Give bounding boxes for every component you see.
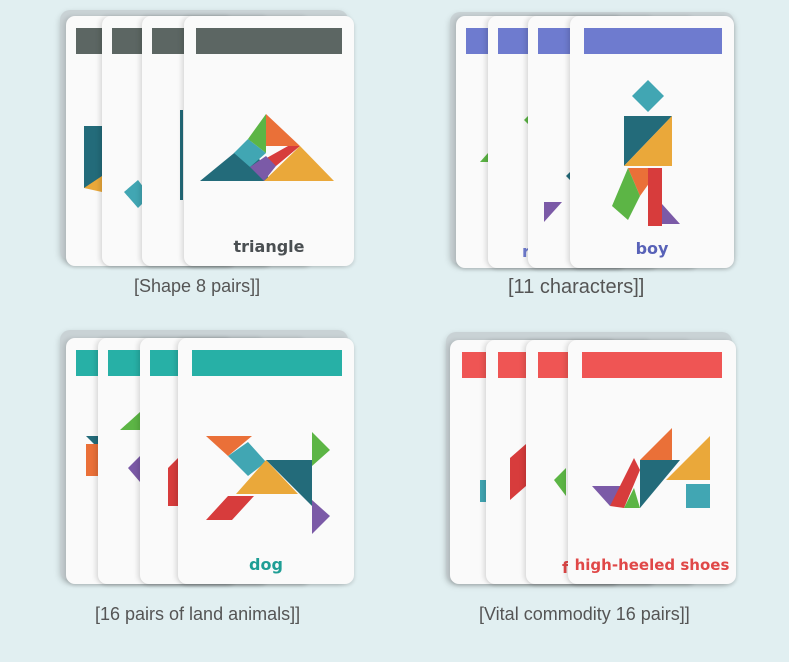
panel-caption: [Shape 8 pairs]] [134,276,261,296]
card-front: dog [178,338,354,584]
card-header-bar [584,28,722,54]
card-front: boy [570,16,734,268]
card-header-bar [582,352,722,378]
card-word-peek: f [562,558,569,577]
card-word: boy [635,239,669,258]
card-header-bar [196,28,342,54]
card-word: dog [249,555,283,574]
panel-caption: [11 characters]] [508,276,645,298]
card-header-bar [192,350,342,376]
card-word: high-heeled shoes [574,556,730,574]
tangram-boy [612,80,680,226]
panel-caption: [16 pairs of land animals]] [95,604,301,624]
panel-caption: [Vital commodity 16 pairs]] [479,604,690,624]
card-front: triangle [184,16,354,266]
tangram-triangle [200,114,334,181]
card-word: triangle [233,237,305,256]
tangram-dog [206,432,330,534]
tangram-high-heeled-shoes [592,428,710,508]
card-front: high-heeled shoes [568,340,736,584]
